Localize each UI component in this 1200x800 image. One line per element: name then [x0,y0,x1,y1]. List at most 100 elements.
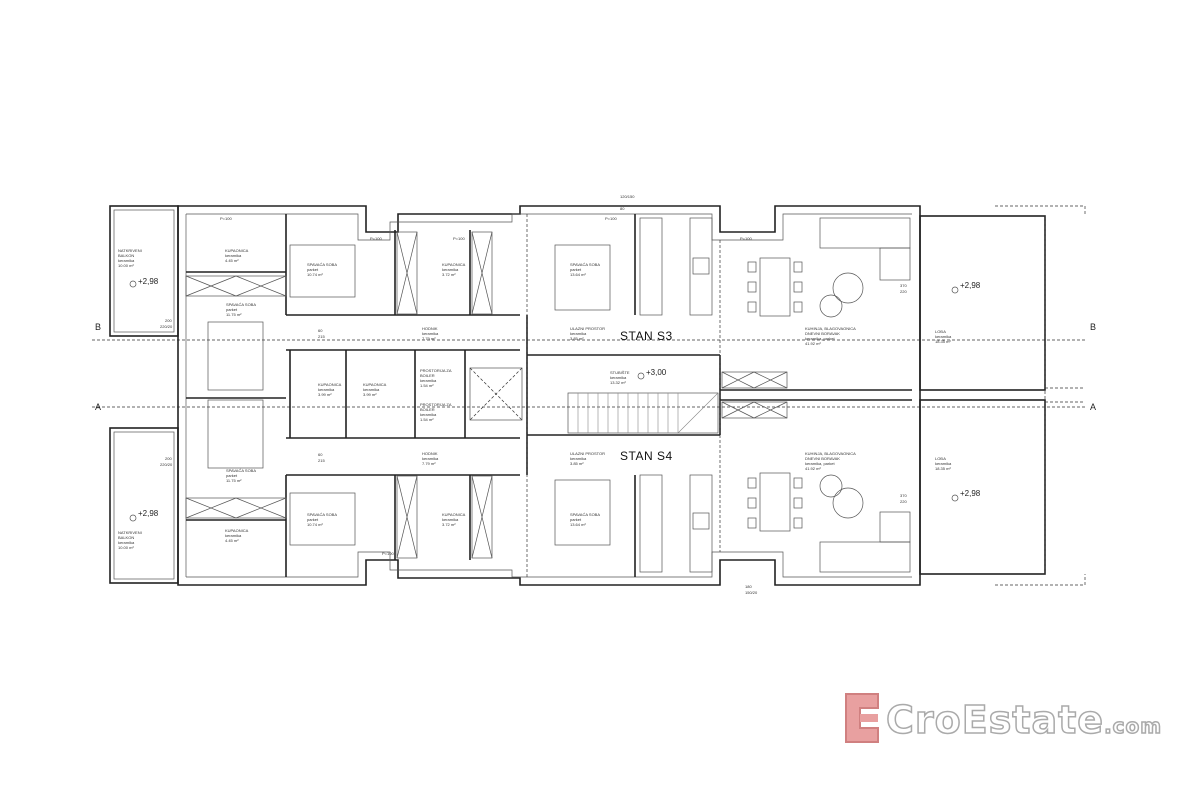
svg-text:200: 200 [165,456,172,461]
room-label-line: keramika [442,267,459,272]
room-label-line: keramika [318,387,335,392]
room-label-line: KUPAONICA [363,382,387,387]
elevation-label: +2,98 [138,509,159,518]
room-label-line: 7.79 m² [422,461,436,466]
elevation-label: +2,98 [138,277,159,286]
room-label-line: NATKRIVENI [118,530,142,535]
room-label-line: DNEVNI BORAVAK [805,456,840,461]
room-label-line: KUHINJA, BLAGOVAONICA [805,326,856,331]
svg-text:80: 80 [620,206,625,211]
room-label-line: 10.00 m² [118,263,134,268]
room-label-line: ULAZNI PROSTOR [570,326,605,331]
room-label-line: BALKON [118,535,134,540]
section-marker-a-right: A [1090,402,1096,412]
room-label-line: 18.35 m² [935,466,951,471]
room-label-line: 41.92 m² [805,466,821,471]
logo-brand: CroEstate [885,697,1105,743]
room-label-line: keramika [570,456,587,461]
room-label-line: 3.72 m² [442,522,456,527]
room-label-line: NATKRIVENI [118,248,142,253]
room-label-line: SPAVAĆA SOBA [226,302,256,307]
svg-text:60: 60 [318,328,323,333]
room-label-line: KUHINJA, BLAGOVAONICA [805,451,856,456]
room-label-line: 7.79 m² [422,336,436,341]
section-lines [92,339,1085,408]
room-label-line: parket [226,307,238,312]
stairs [567,392,719,434]
room-label-line: LOĐA [935,329,946,334]
logo-mark-icon [845,693,879,743]
room-label-line: 4.45 m² [225,538,239,543]
elevation-markers: +2,98 +2,98 +2,98 +2,98 +3,00 [129,277,981,522]
room-label-line: 3.85 m² [570,336,584,341]
room-label-line: 13.64 m² [570,272,586,277]
room-label-line: KUPAONICA [225,528,249,533]
furniture [185,217,911,573]
room-label-line: keramika [570,331,587,336]
room-label-line: 10.00 m² [118,545,134,550]
svg-text:220: 220 [900,289,907,294]
room-label-line: LOĐA [935,456,946,461]
room-label-line: 11.75 m² [226,478,242,483]
room-label-line: keramika [363,387,380,392]
room-label-line: KUPAONICA [442,262,466,267]
room-label-line: 41.92 m² [805,341,821,346]
room-label-line: BOILER [420,407,435,412]
room-label-line: 18.35 m² [935,339,951,344]
room-label-line: 3.99 m² [318,392,332,397]
svg-text:180: 180 [745,584,752,589]
elevation-label: +2,98 [960,489,981,498]
svg-text:200: 200 [165,318,172,323]
svg-text:P=100: P=100 [453,236,465,241]
room-label-line: parket [570,517,582,522]
svg-text:220: 220 [900,499,907,504]
room-label-line: 1.54 m² [420,417,434,422]
room-label-line: keramika [420,378,437,383]
room-label-line: 3.99 m² [363,392,377,397]
svg-text:220/20: 220/20 [160,324,173,329]
room-label-line: SPAVAĆA SOBA [307,512,337,517]
room-label-line: keramika [610,375,627,380]
room-label-line: HODNIK [422,326,438,331]
room-label-line: keramika [225,533,242,538]
room-label-line: SPAVAĆA SOBA [307,262,337,267]
svg-text:P=100: P=100 [740,236,752,241]
room-label-line: SPAVAĆA SOBA [570,262,600,267]
room-label-line: 13.64 m² [570,522,586,527]
room-label-line: SPAVAĆA SOBA [226,468,256,473]
room-label-line: HODNIK [422,451,438,456]
room-label-line: keramika, parket [805,336,835,341]
svg-text:P=100: P=100 [605,216,617,221]
room-label-line: BOILER [420,373,435,378]
room-label-line: 11.75 m² [226,312,242,317]
room-label-line: keramika, parket [805,461,835,466]
room-label-line: 13.32 m² [610,380,626,385]
section-marker-b-left: B [95,322,101,332]
room-label-line: 4.45 m² [225,258,239,263]
unit-title-s4: STAN S4 [620,449,673,463]
elevation-label: +2,98 [960,281,981,290]
svg-text:215: 215 [318,334,325,339]
room-label-line: parket [307,517,319,522]
croestate-logo: CroEstate.com [842,690,1182,750]
room-label-line: 3.72 m² [442,272,456,277]
room-label-line: 1.54 m² [420,383,434,388]
svg-text:370: 370 [900,283,907,288]
svg-text:60: 60 [318,452,323,457]
